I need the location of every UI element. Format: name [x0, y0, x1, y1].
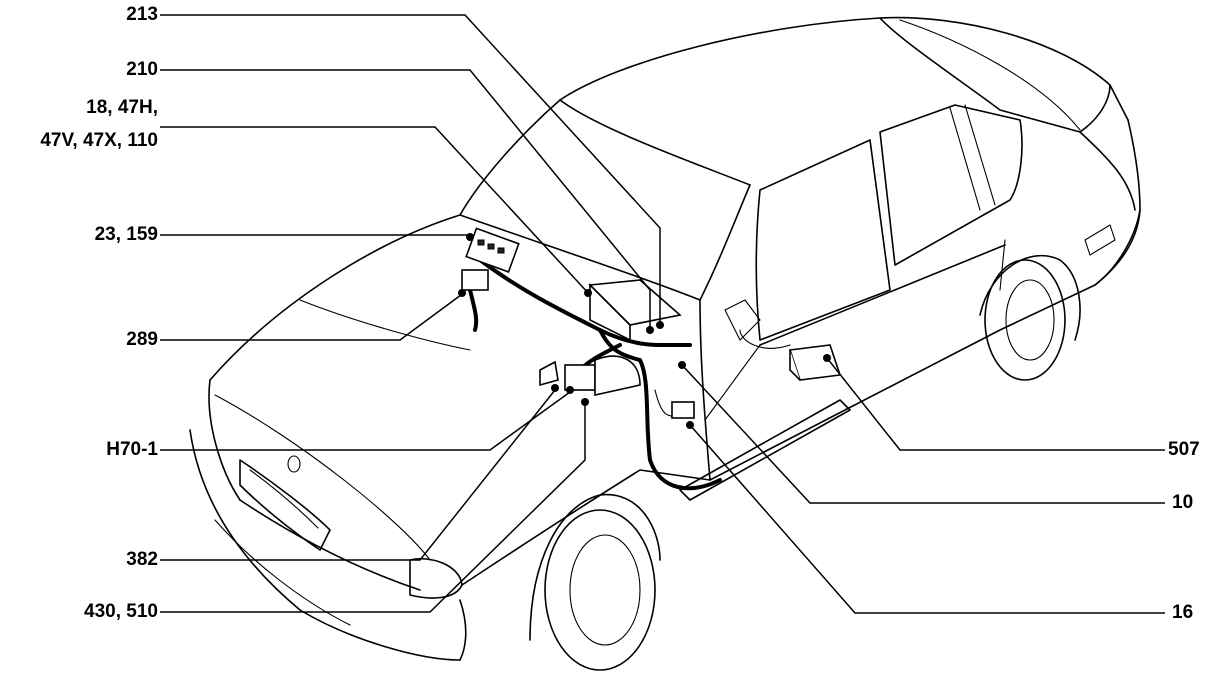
callout-430-510: 430, 510	[84, 601, 158, 622]
leader-213	[160, 14, 661, 325]
leader-16	[689, 424, 1165, 614]
components	[461, 227, 842, 419]
dot-18	[584, 289, 592, 297]
dot-289	[458, 289, 466, 297]
dot-507	[823, 354, 831, 362]
leader-lines	[160, 14, 1165, 614]
dot-210	[646, 326, 654, 334]
dot-23	[466, 233, 474, 241]
dot-16	[686, 421, 694, 429]
callout-18-line1: 18, 47H,	[86, 97, 158, 118]
callout-382: 382	[126, 549, 158, 570]
dot-10	[678, 361, 686, 369]
dot-h70-b	[551, 384, 559, 392]
callout-10: 10	[1172, 492, 1194, 513]
dot-430	[581, 398, 589, 406]
callout-16: 16	[1172, 602, 1194, 623]
callout-507: 507	[1168, 439, 1200, 460]
dot-213	[656, 321, 664, 329]
callout-23-159: 23, 159	[94, 224, 158, 245]
callout-213: 213	[126, 4, 158, 25]
callout-289: 289	[126, 329, 158, 350]
callout-210: 210	[126, 59, 158, 80]
dot-h70	[566, 386, 574, 394]
leader-10	[681, 364, 1165, 504]
leader-h70	[160, 391, 571, 451]
car-body	[189, 16, 1141, 671]
leader-18	[160, 126, 591, 296]
leader-507	[826, 357, 1165, 451]
leader-289	[160, 291, 466, 341]
callout-18-line2: 47V, 47X, 110	[40, 130, 158, 151]
leader-382	[160, 389, 556, 561]
callout-h70-1: H70-1	[106, 439, 158, 460]
leader-210	[160, 69, 651, 330]
leader-430	[160, 402, 586, 613]
